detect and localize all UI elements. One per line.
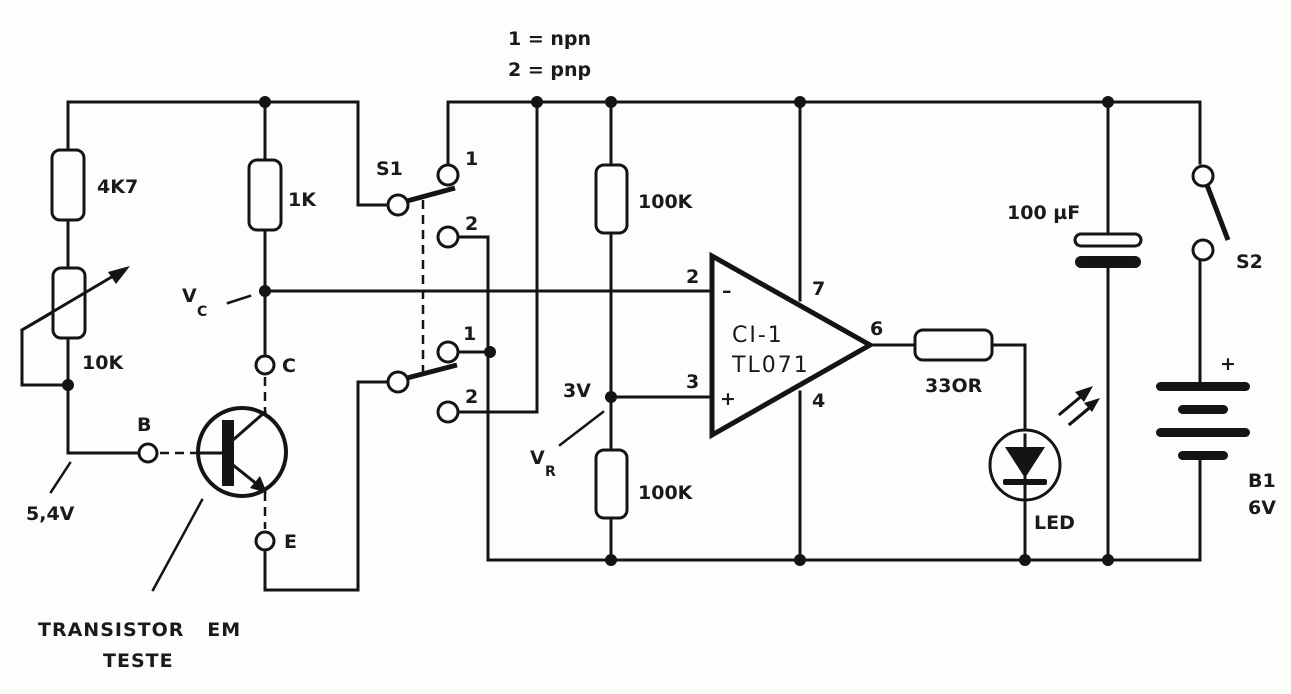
junction-dots [62,96,1114,566]
potentiometer-arrow-icon [19,266,130,333]
transistor-base-terminal [137,442,159,464]
light-emission-arrows-icon [1057,386,1100,427]
wire-emitter-return [263,380,388,592]
transistor-emitter-terminal [254,530,276,552]
capacitor-100uf [1073,232,1143,268]
transistor-collector-terminal [254,354,276,376]
capacitor-label: 100 µF [1007,202,1080,224]
resistor-330r [913,328,994,362]
terminal-e-label: E [284,531,297,553]
opamp-name: CI-1 [732,323,784,348]
s1-lower-pos-2: 2 [465,386,478,408]
transistor-caption-leader [151,498,204,592]
annotation-3v: 3V [563,380,591,402]
legend-pnp: 2 = pnp [508,59,591,81]
switch-s1-label: S1 [376,158,403,180]
opamp-pin-4: 4 [812,390,825,412]
resistor-330r-label: 33OR [925,375,983,397]
annotation-5v4-leader [49,461,72,494]
s1-upper-terminal-2 [436,225,460,249]
wire-top-left [66,100,387,207]
led-label: LED [1034,512,1075,534]
switch-s2-label: S2 [1236,251,1263,273]
opamp-pin-7: 7 [812,278,825,300]
resistor-100k-bottom-label: 100K [638,482,694,504]
terminal-c-label: C [282,355,296,377]
resistor-1k [247,158,283,232]
s1-lower-terminal-1 [436,340,460,364]
potentiometer-10k-label: 10K [82,352,124,374]
wire-top-right [446,100,1202,165]
led-indicator [988,428,1062,502]
s1-upper-pos-1: 1 [465,148,478,170]
svg-text:C: C [197,304,207,320]
opamp-minus-symbol: – [722,280,732,302]
opamp-pin-6: 6 [870,318,883,340]
annotation-vc: V C [182,285,252,320]
transistor-caption-line1: TRANSISTOR EM [38,619,241,641]
wire-r-to-led [990,343,1027,437]
svg-text:V: V [530,447,545,469]
battery-voltage: 6V [1248,497,1276,519]
transistor-caption-line2: TESTE [103,650,174,672]
s1-lower-terminal-2 [436,400,460,424]
s1-lower-pos-1: 1 [463,323,476,345]
svg-text:V: V [182,285,197,307]
resistor-100k-bottom [594,448,629,520]
resistor-100k-top [594,163,629,235]
switch-s1 [386,163,460,424]
terminal-b-label: B [137,414,151,436]
battery-plus-sign: + [1220,353,1236,375]
svg-text:R: R [545,464,556,480]
switch-s2 [1191,164,1231,262]
opamp-plus-symbol: + [720,388,736,410]
annotation-vr: V R [530,410,605,480]
faded-background-text [700,0,731,102]
resistor-4k7-label: 4K7 [97,176,138,198]
s1-upper-terminal-1 [436,163,460,187]
s1-upper-pos-2: 2 [465,213,478,235]
annotation-5v4: 5,4V [26,503,75,525]
wire-to-base [66,383,138,455]
opamp-pin-2: 2 [686,266,699,288]
wire-s1-lower-2 [458,100,539,414]
resistor-4k7 [50,148,86,222]
wires [20,100,1202,592]
legend-npn: 1 = npn [508,28,591,50]
resistor-100k-top-label: 100K [638,191,694,213]
battery-b1 [1156,382,1250,460]
opamp-tl071 [709,251,876,440]
opamp-part: TL071 [731,353,810,378]
battery-label: B1 [1248,470,1276,492]
s1-upper-common-terminal [386,193,410,217]
resistor-1k-label: 1K [288,189,317,211]
transistor-under-test [196,406,288,498]
wire-s1-upper-2 [458,235,490,562]
s1-lower-common-terminal [386,370,410,394]
opamp-pin-3: 3 [686,371,699,393]
